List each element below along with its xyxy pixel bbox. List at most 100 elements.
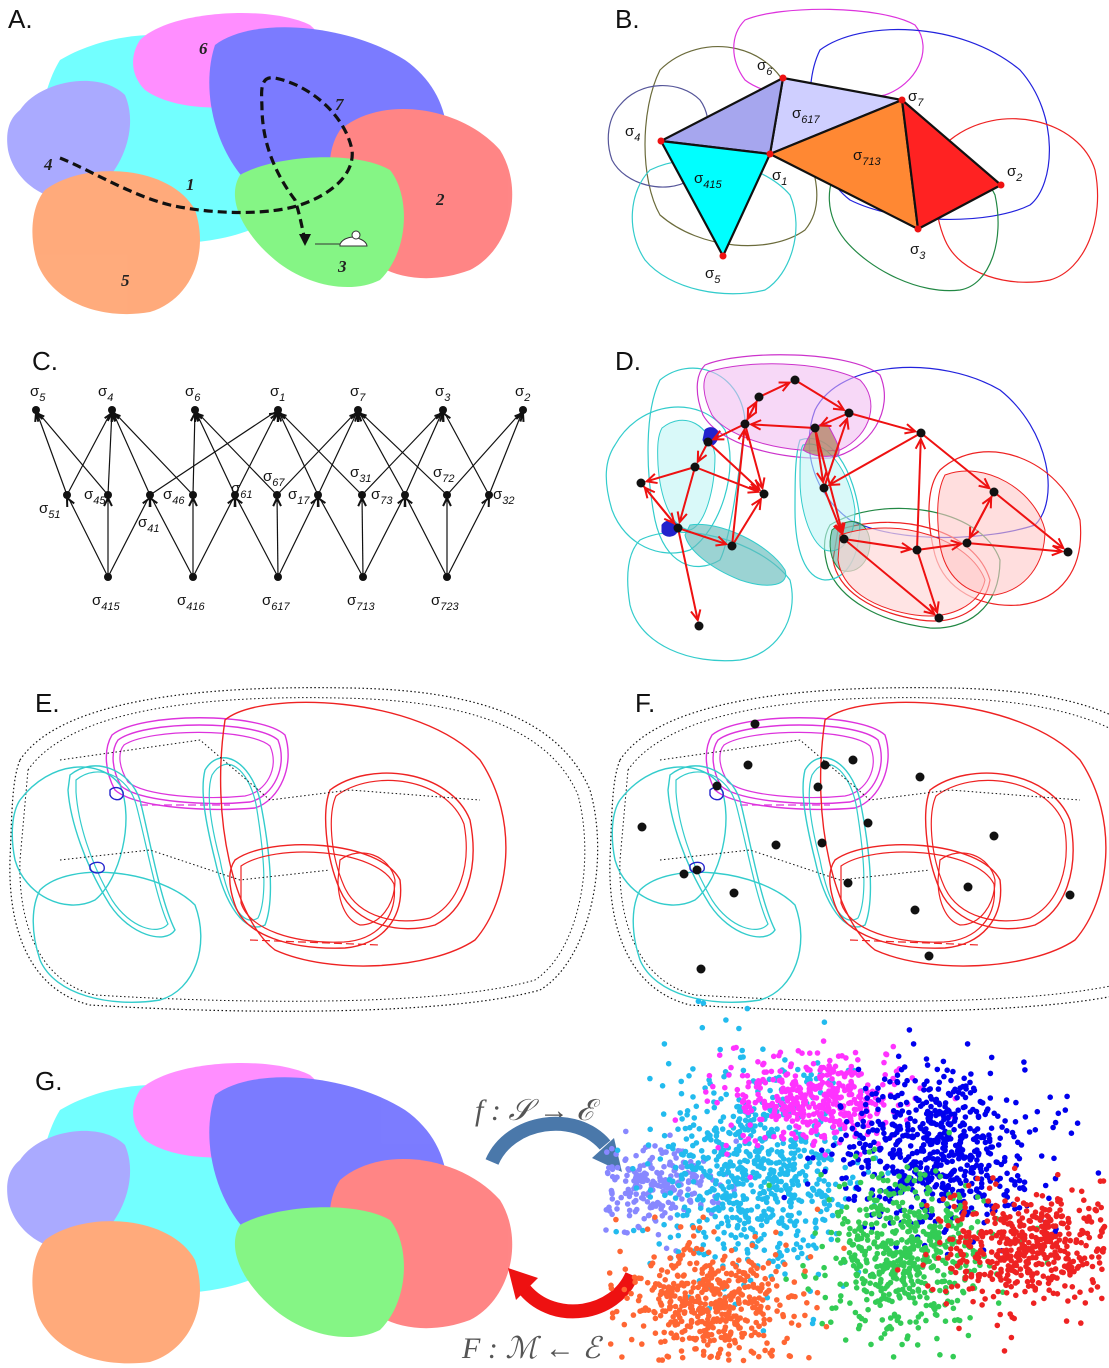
c-label-s67: σ67 — [263, 468, 285, 489]
d-arrowhead-h-k — [644, 473, 658, 485]
d-edge-f-j — [828, 432, 922, 486]
magenta-loop-1 — [105, 717, 289, 811]
sigma-label-7: σ7 — [908, 88, 924, 109]
d-edge-n-d — [731, 429, 746, 547]
d-arrowhead-j-c — [838, 416, 850, 430]
region-label-7: 7 — [335, 95, 345, 114]
panel-g: G. f : 𝒮 → ℰ F : ℳ ← ℰ — [7, 998, 1108, 1365]
node-s7 — [354, 406, 362, 414]
cyan-loop-4 — [611, 766, 727, 906]
edge-s617-s67 — [276, 494, 279, 578]
edge-s72-s2 — [446, 409, 524, 496]
simplex-723 — [900, 98, 1003, 231]
d-arrowhead-m-n — [715, 535, 729, 547]
d-edge-d-g — [712, 423, 746, 441]
edge-s46-s6 — [192, 409, 196, 496]
edge-s67-s6 — [194, 409, 278, 496]
sigma-label-713: σ713 — [853, 147, 882, 168]
c-label-s1: σ1 — [270, 383, 285, 404]
d-node-o — [839, 534, 849, 544]
f-dot — [813, 782, 823, 792]
c-label-s51: σ51 — [39, 500, 61, 521]
edge-s416-s61 — [192, 494, 236, 578]
red-loop-7 — [219, 701, 507, 967]
node-s416 — [189, 573, 197, 581]
edge-s51-s5 — [35, 409, 68, 496]
edge-s723-s32 — [446, 494, 490, 578]
trajectory-path — [59, 76, 354, 241]
d-node-l — [989, 487, 999, 497]
node-s17 — [314, 491, 322, 499]
cyan-loop-4 — [11, 766, 127, 906]
f-dot — [637, 822, 647, 832]
d-outline-1b — [794, 437, 861, 581]
node-s32 — [485, 491, 493, 499]
sigma-label-415: σ415 — [694, 170, 723, 191]
sigma-label-4: σ4 — [625, 123, 640, 144]
f-dot — [729, 888, 739, 898]
node-s723 — [443, 573, 451, 581]
blue-oval-1 — [109, 786, 124, 801]
f-dot — [696, 964, 706, 974]
envelope-inner — [19, 697, 586, 1002]
edge-s45-s4 — [107, 409, 113, 496]
vertex-6 — [779, 74, 787, 82]
red-loop-3a — [229, 844, 402, 949]
d-edge-j-o — [823, 487, 843, 534]
e-wireframe — [9, 687, 599, 1012]
sigma-label-5: σ5 — [705, 265, 721, 286]
node-s3 — [439, 406, 447, 414]
node-s2 — [519, 406, 527, 414]
d-edge-o-q — [843, 538, 912, 551]
c-label-s4: σ4 — [98, 383, 113, 404]
cyan-loop-1d — [208, 763, 265, 921]
node-s6 — [191, 406, 199, 414]
panel-a: A. 1 2 3 4 5 6 7 — [7, 4, 513, 315]
d-edge-c-f — [848, 412, 916, 433]
node-s72 — [443, 491, 451, 499]
edge-s61-s6 — [194, 409, 236, 496]
c-label-s5: σ5 — [30, 383, 46, 404]
f-dot — [743, 760, 753, 770]
c-label-s723: σ723 — [431, 592, 460, 613]
envelope-inner — [619, 697, 1109, 1002]
edge-s45-s5 — [35, 409, 109, 496]
panel-f-label: F. — [635, 688, 655, 718]
cyan-loop-1d — [808, 763, 865, 921]
cyan-loop-1c — [202, 757, 272, 928]
d-edge-q-s — [916, 549, 939, 613]
cyan-loop-5 — [632, 871, 802, 1003]
d-edge-k-m — [640, 482, 675, 525]
f-dot — [750, 719, 760, 729]
c-label-s32: σ32 — [493, 486, 515, 507]
panel-g-label: G. — [35, 1066, 62, 1096]
d-node-n — [727, 541, 737, 551]
node-s61 — [231, 491, 239, 499]
edge-s73-s3 — [404, 409, 444, 496]
panel-b-label: B. — [615, 4, 640, 34]
red-loop-2b — [930, 779, 1067, 922]
red-loop-2b — [330, 779, 467, 922]
panel-b: B. σ1 σ2 σ3 — [607, 4, 1099, 295]
c-label-s416: σ416 — [177, 592, 206, 613]
d-arrowhead-d-g — [711, 430, 725, 441]
d-edge-e-d — [750, 423, 816, 429]
d-node-m — [673, 523, 683, 533]
red-loop-7 — [819, 701, 1107, 967]
edge-s713-s31 — [361, 494, 364, 578]
d-arrowhead-c-e — [818, 416, 832, 427]
panel-a-label: A. — [8, 4, 33, 34]
d-node-e — [810, 423, 820, 433]
d-arrowhead-m-t — [690, 609, 702, 623]
node-s5 — [32, 406, 40, 414]
edge-s61-s1 — [234, 409, 279, 496]
d-arrowhead-a-c — [832, 400, 846, 412]
simplex-415 — [659, 139, 772, 258]
c-label-s415: σ415 — [92, 592, 121, 613]
d-edge-o-s — [843, 538, 936, 615]
d-arrowhead-n-i — [751, 497, 763, 511]
f-dot — [843, 878, 853, 888]
d-arrowhead-e-d — [748, 419, 762, 431]
d-node-k — [636, 478, 646, 488]
